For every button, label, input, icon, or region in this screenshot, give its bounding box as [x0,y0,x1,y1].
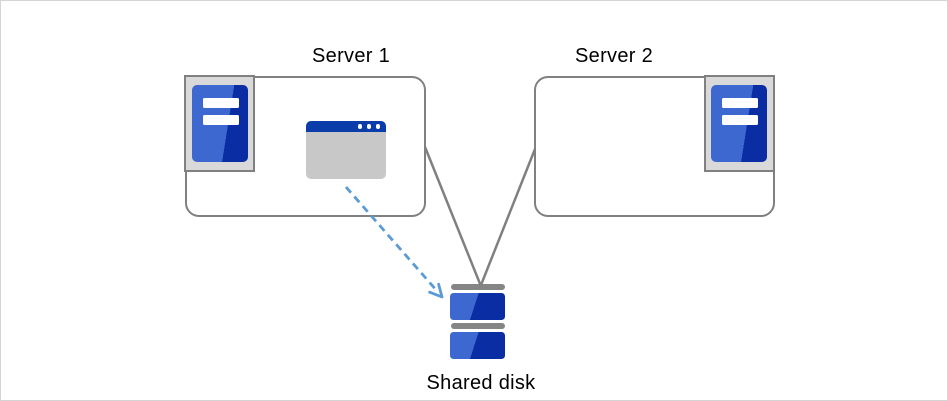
disk-platter [450,332,505,359]
server-slot [202,115,239,125]
disk-top-bar [450,284,505,290]
server-tower-body [711,85,767,162]
disk-platter [450,293,505,320]
window-dot [366,124,371,129]
server-tower-body [191,85,248,162]
server-slot [722,115,758,125]
disk-top-bar [450,323,505,329]
shared-disk-label: Shared disk [426,372,536,394]
disk-stack-icon [450,284,505,359]
connector-server2-to-disk [479,148,537,286]
server2-label: Server 2 [575,45,653,67]
app-window-icon [306,121,386,179]
server-tower-icon [703,74,775,172]
server-tower-icon [184,74,255,172]
connector-server1-to-disk [423,146,482,286]
server-slot [722,98,758,108]
server-slot [202,98,239,108]
server1-label: Server 1 [312,45,390,67]
window-dot [357,124,362,129]
window-titlebar [306,121,386,132]
arrowhead-icon [428,282,444,299]
window-dot [375,124,380,129]
